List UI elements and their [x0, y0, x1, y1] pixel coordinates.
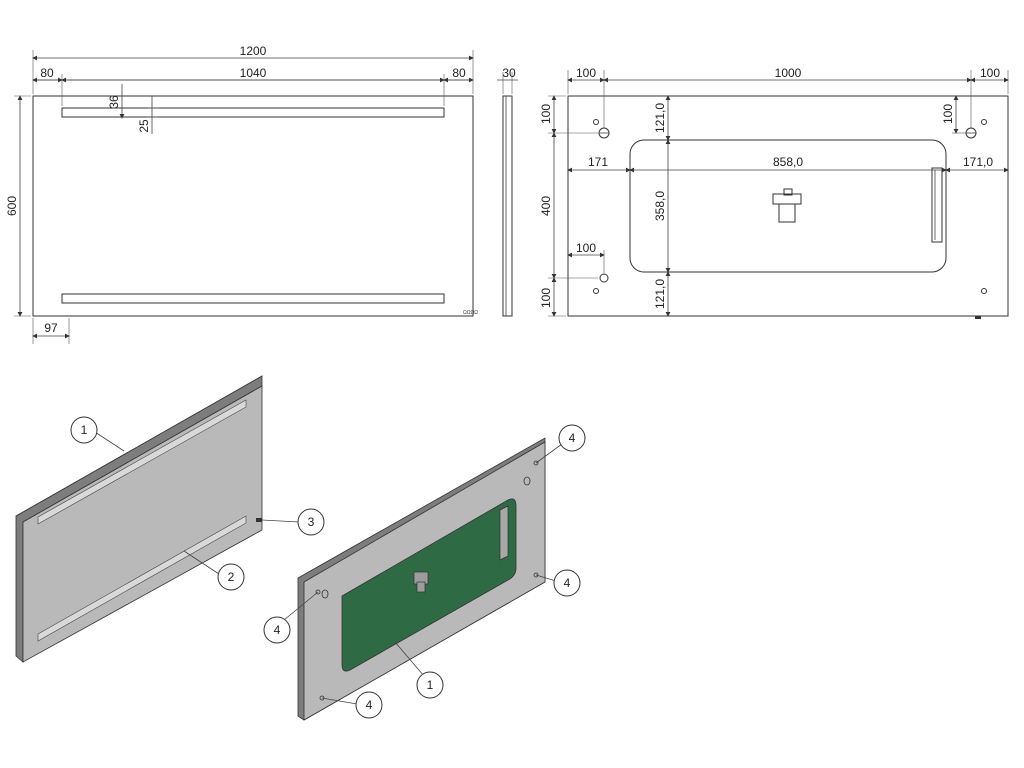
dim-back-left-margin: 100 — [576, 66, 596, 80]
callout-2-front — [217, 563, 245, 591]
iso-front-mirror — [15, 375, 263, 663]
dim-depth: 30 — [502, 66, 516, 80]
dim-right-hole-offset: 100 — [941, 104, 955, 124]
svg-text:3: 3 — [308, 515, 315, 529]
svg-text:1: 1 — [81, 423, 88, 437]
dim-strip-offset-top: 36 — [107, 95, 121, 109]
dim-panel-right-offset: 171,0 — [963, 155, 993, 169]
dim-back-right-margin: 100 — [980, 66, 1000, 80]
callout-4-left — [263, 616, 291, 644]
callout-4-bottom-left — [355, 691, 383, 719]
side-view: 30 — [497, 66, 518, 317]
callouts: 1 2 3 4 4 4 4 1 — [70, 416, 586, 719]
dim-top-hole-offset: 100 — [539, 104, 553, 124]
iso-back-mirror — [297, 437, 546, 721]
callout-1-back — [416, 671, 444, 699]
svg-text:4: 4 — [569, 431, 576, 445]
iso-front-face — [22, 385, 263, 663]
dim-hole-vertical-spacing: 400 — [539, 196, 553, 216]
dim-left-margin: 80 — [40, 66, 54, 80]
brand-mark: ΩΩΩΩ — [463, 310, 478, 316]
dim-overall-width: 1200 — [240, 44, 267, 58]
back-panel-cutout — [629, 139, 947, 273]
dim-panel-left-offset: 171 — [588, 155, 608, 169]
dim-strip-width: 25 — [137, 119, 151, 133]
svg-text:1: 1 — [427, 678, 434, 692]
mount-hole-bottom-left — [599, 273, 609, 283]
dim-panel-height: 358,0 — [653, 191, 667, 221]
front-view-outline — [32, 95, 474, 317]
dim-panel-width: 858,0 — [773, 155, 803, 169]
dim-right-margin: 80 — [452, 66, 466, 80]
dim-hole-spacing: 1000 — [775, 66, 802, 80]
dim-sensor-offset: 97 — [44, 321, 58, 335]
dim-lower-hole-horizontal: 100 — [576, 241, 596, 255]
back-view-outline — [567, 95, 1009, 317]
iso-led-strip-bottom — [37, 515, 247, 642]
front-view: ΩΩΩΩ 1200 80 1040 80 36 25 600 97 — [5, 44, 478, 344]
svg-text:4: 4 — [274, 623, 281, 637]
svg-text:4: 4 — [366, 698, 373, 712]
led-strip-top — [61, 107, 445, 118]
iso-circuit-board — [341, 498, 517, 672]
led-strip-bottom — [61, 293, 445, 304]
callout-4-bottom-right — [553, 569, 581, 597]
back-view: 100 1000 100 100 400 100 121,0 358,0 121… — [539, 66, 1009, 319]
driver-unit — [931, 167, 943, 243]
svg-text:4: 4 — [564, 576, 571, 590]
dim-height: 600 — [5, 196, 19, 216]
callout-1-front — [70, 416, 98, 444]
callout-3-front — [297, 508, 325, 536]
dim-bottom-hole-offset: 100 — [539, 288, 553, 308]
side-view-outline — [502, 95, 513, 317]
iso-led-strip-top — [37, 399, 247, 525]
dim-strip-length: 1040 — [240, 66, 267, 80]
dim-panel-top-offset: 121,0 — [653, 103, 667, 133]
svg-text:2: 2 — [228, 570, 235, 584]
callout-4-top-right — [558, 424, 586, 452]
dim-panel-bottom-offset: 121,0 — [653, 279, 667, 309]
